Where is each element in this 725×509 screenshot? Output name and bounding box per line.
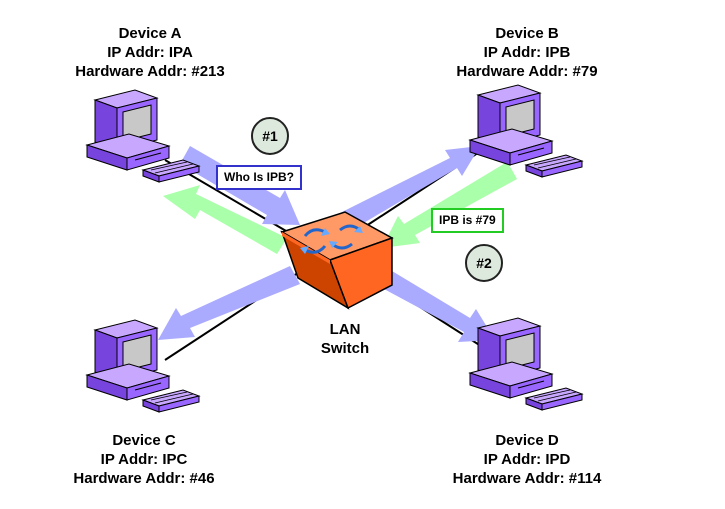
device-d-label: Device D IP Addr: IPD Hardware Addr: #11…	[397, 431, 657, 488]
device-b-ip: IP Addr: IPB	[483, 44, 571, 61]
arrow-switch-to-b	[340, 146, 480, 231]
computer-b-icon	[469, 84, 583, 178]
device-d-name: Device D	[495, 432, 559, 449]
device-b-hw: Hardware Addr: #79	[456, 63, 598, 80]
device-c-hw: Hardware Addr: #46	[73, 470, 215, 487]
arrow-switch-to-d	[384, 271, 495, 342]
reply-arrows	[163, 162, 517, 254]
computer-a-icon	[86, 89, 200, 183]
switch-label: LAN Switch	[300, 320, 390, 358]
device-a-ip: IP Addr: IPA	[107, 44, 193, 61]
arrow-b-to-switch	[382, 162, 517, 248]
device-d-hw: Hardware Addr: #114	[452, 470, 602, 487]
step-two-badge: #2	[465, 244, 503, 282]
device-b-name: Device B	[495, 25, 559, 42]
reply-message: IPB is #79	[431, 208, 504, 233]
step-one-badge: #1	[251, 117, 289, 155]
device-d-ip: IP Addr: IPD	[483, 451, 571, 468]
device-b-label: Device B IP Addr: IPB Hardware Addr: #79	[397, 24, 657, 81]
device-c-name: Device C	[112, 432, 176, 449]
device-a-hw: Hardware Addr: #213	[75, 63, 225, 80]
arrow-switch-to-c	[158, 266, 300, 340]
switch-label-line1: LAN	[329, 321, 361, 338]
device-a-label: Device A IP Addr: IPA Hardware Addr: #21…	[20, 24, 280, 81]
computer-d-icon	[469, 317, 583, 411]
device-c-ip: IP Addr: IPC	[100, 451, 188, 468]
arrow-switch-to-a	[163, 185, 287, 254]
switch-label-line2: Switch	[320, 340, 370, 357]
device-c-label: Device C IP Addr: IPC Hardware Addr: #46	[14, 431, 274, 488]
lan-switch	[280, 211, 394, 310]
device-a-name: Device A	[118, 25, 182, 42]
request-message: Who Is IPB?	[216, 165, 302, 190]
